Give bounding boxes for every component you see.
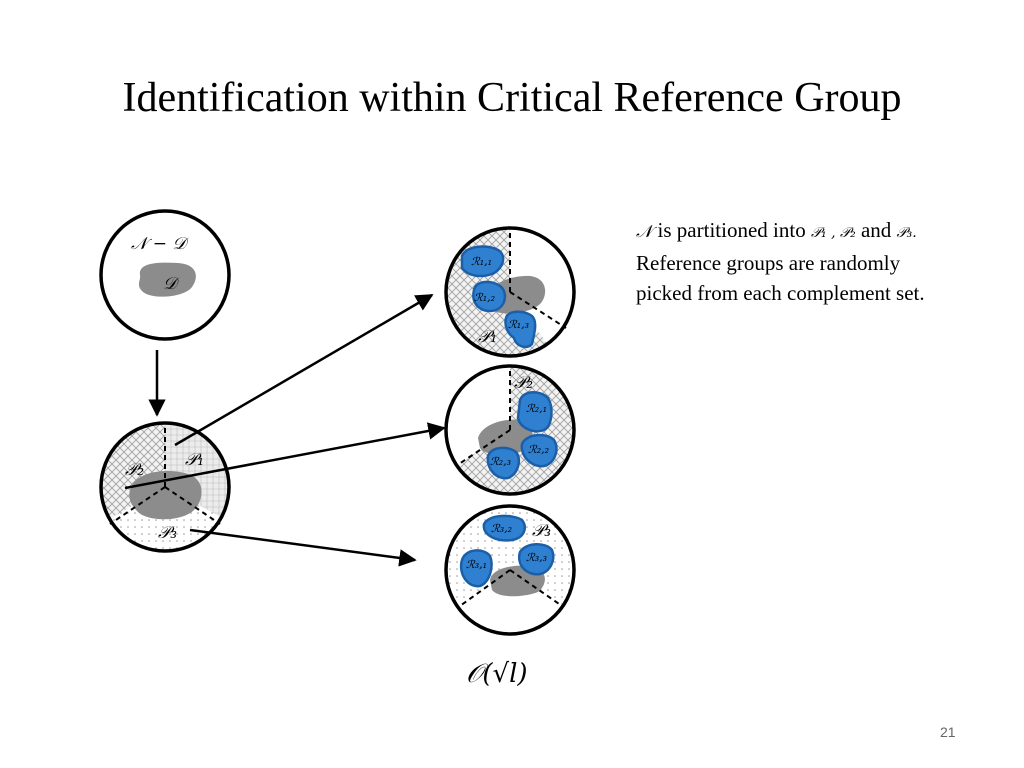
group-r23-label: ℛ₂,₃ [490, 455, 511, 468]
slide-title: Identification within Critical Reference… [122, 75, 902, 121]
dataset-blob [138, 262, 196, 297]
description-line-3: picked from each complement set. [636, 281, 925, 305]
description-line-2: Reference groups are randomly [636, 251, 901, 275]
group-r23-blob [486, 446, 520, 480]
group-r11-label: ℛ₁,₁ [471, 255, 492, 268]
set-n-symbol: 𝒩 [636, 222, 653, 242]
group-r31-label: ℛ₃,₁ [466, 558, 487, 571]
universe-label: 𝒩 − 𝒟 [131, 234, 189, 254]
group-r22-blob [520, 433, 558, 468]
group-r21-blob [516, 391, 553, 433]
partition-p1-label: 𝒫₁ [185, 450, 204, 470]
partition-p1-p2-symbols: 𝒫₁ , 𝒫₂ [810, 225, 856, 241]
partition-p3-label: 𝒫₃ [158, 523, 177, 543]
description-text: 𝒩 is partitioned into 𝒫₁ , 𝒫₂ and 𝒫₃. Re… [636, 215, 925, 308]
group-r32-blob [482, 514, 526, 542]
dataset-label: 𝒟 [163, 274, 180, 294]
partition-p2-label: 𝒫₂ [125, 460, 144, 480]
group-r13-blob [504, 310, 537, 349]
group-r12-blob [472, 280, 507, 313]
group-r13-label: ℛ₁,₃ [508, 318, 529, 331]
arrow-to-p3 [189, 528, 417, 567]
group-r12-label: ℛ₁,₂ [474, 291, 495, 304]
group-r11-blob [460, 245, 505, 278]
complexity-label: 𝒪(√l) [466, 659, 528, 689]
group-r22-label: ℛ₂,₂ [528, 443, 549, 456]
reference-circle-p1: ℛ₁,₁ ℛ₁,₂ ℛ₁,₃ 𝒫₁ [444, 226, 576, 358]
description-line-1-text-a: is partitioned into [657, 218, 806, 242]
description-line-1: 𝒩 is partitioned into 𝒫₁ , 𝒫₂ and 𝒫₃. [636, 215, 925, 248]
partitioned-circle: 𝒫₁ 𝒫₂ 𝒫₃ [99, 421, 231, 553]
reference-circle-p2: ℛ₂,₁ ℛ₂,₂ ℛ₂,₃ 𝒫₂ [444, 364, 576, 496]
circle-p3-label: 𝒫₃ [532, 521, 551, 541]
arrow-to-p1 [174, 293, 434, 447]
arrow-to-p2 [124, 422, 446, 490]
group-r33-label: ℛ₃,₃ [526, 551, 547, 564]
page-number: 21 [940, 724, 956, 740]
group-r21-label: ℛ₂,₁ [526, 402, 547, 415]
universe-circle: 𝒩 − 𝒟 𝒟 [99, 209, 231, 341]
description-line-1-text-b: and [860, 218, 892, 242]
circle-p1-label: 𝒫₁ [478, 327, 497, 347]
group-r31-blob [459, 549, 493, 588]
circle-p2-label: 𝒫₂ [514, 373, 533, 393]
partition-p3-symbol: 𝒫₃. [896, 225, 917, 241]
group-r32-label: ℛ₃,₂ [491, 522, 512, 535]
group-r33-blob [517, 543, 555, 576]
reference-circle-p3: ℛ₃,₂ ℛ₃,₁ ℛ₃,₃ 𝒫₃ [444, 504, 576, 636]
